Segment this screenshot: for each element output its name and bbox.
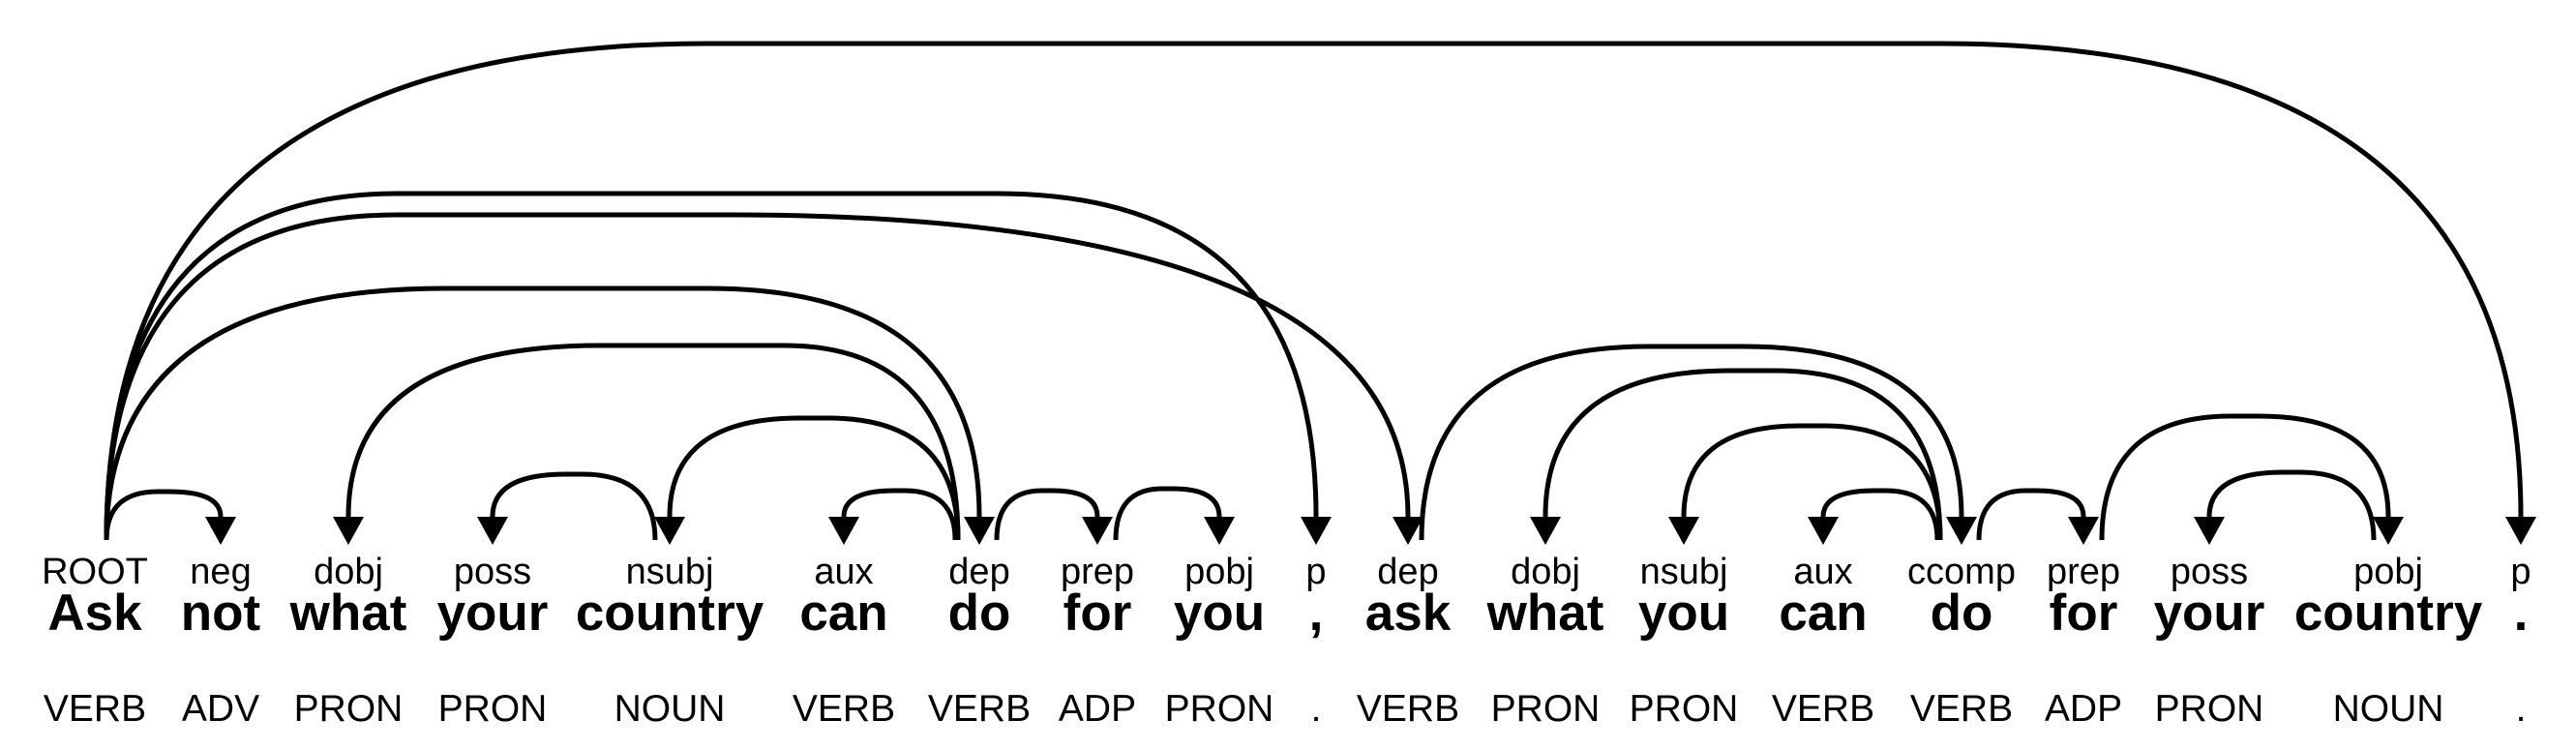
arc-aux — [841, 488, 958, 541]
arc-p — [104, 191, 1319, 541]
arrowhead-p — [2505, 517, 2536, 545]
dep-label-prep: prep — [2046, 552, 2121, 592]
token-word: country — [2293, 585, 2483, 642]
dep-label-ccomp: ccomp — [1907, 552, 2016, 592]
arrowhead-aux — [1808, 517, 1839, 545]
pos-tag-punct: . — [2515, 688, 2527, 730]
dep-label-nsubj: nsubj — [1639, 552, 1728, 592]
token-word: you — [1637, 585, 1730, 642]
dep-label-neg: neg — [190, 552, 252, 592]
pos-tag-PRON: PRON — [437, 688, 548, 730]
pos-tag-NOUN: NOUN — [614, 688, 726, 730]
arrowhead-ccomp — [1946, 517, 1977, 545]
arc-neg — [104, 489, 224, 541]
arc-dobj — [345, 343, 961, 541]
token-word: for — [1063, 585, 1132, 642]
dep-label-dep: dep — [1377, 552, 1439, 592]
pos-tag-punct: . — [1310, 688, 1322, 730]
arc-aux — [1820, 488, 1940, 541]
token-word: do — [947, 585, 1011, 642]
token-word: ask — [1364, 585, 1452, 642]
token-word: do — [1930, 585, 1993, 642]
token-word: what — [1486, 585, 1604, 642]
dep-label-prep: prep — [1060, 552, 1135, 592]
arrowhead-aux — [828, 517, 859, 545]
arc-poss — [490, 471, 658, 541]
pos-tag-VERB: VERB — [1771, 688, 1875, 730]
token-word: your — [436, 585, 549, 642]
arrowhead-dep — [964, 517, 995, 545]
arrowhead-p — [1301, 517, 1332, 545]
pos-tag-NOUN: NOUN — [2332, 688, 2444, 730]
token-word: can — [799, 585, 888, 642]
dep-label-p: p — [2510, 552, 2531, 592]
pos-tag-ADP: ADP — [1058, 688, 1137, 730]
arrowhead-prep — [2068, 517, 2099, 545]
arrowhead-poss — [477, 517, 508, 545]
token-word: , — [1308, 585, 1324, 642]
dep-label-poss: poss — [453, 552, 532, 592]
arc-ccomp — [1419, 344, 1964, 541]
token-word: . — [2513, 585, 2529, 642]
pos-tag-VERB: VERB — [792, 688, 896, 730]
pos-tag-PRON: PRON — [1164, 688, 1274, 730]
arrowhead-prep — [1082, 517, 1113, 545]
arc-prep — [1976, 488, 2086, 541]
arc-poss — [2206, 469, 2377, 541]
pos-tag-VERB: VERB — [927, 688, 1032, 730]
arrowhead-dobj — [333, 517, 364, 545]
dep-label-ROOT: ROOT — [42, 552, 148, 592]
pos-tag-PRON: PRON — [2154, 688, 2264, 730]
token-word: your — [2153, 585, 2265, 642]
token-word: Ask — [47, 585, 142, 642]
token-word: not — [180, 585, 261, 642]
dep-label-nsubj: nsubj — [625, 552, 714, 592]
dep-label-p: p — [1305, 552, 1327, 592]
arrowhead-dobj — [1530, 517, 1561, 545]
token-word: can — [1779, 585, 1868, 642]
arc-pobj — [1113, 486, 1222, 541]
dep-label-aux: aux — [1793, 552, 1853, 592]
arrowhead-pobj — [1204, 517, 1235, 545]
pos-tag-ADV: ADV — [181, 688, 260, 730]
dep-label-dep: dep — [948, 552, 1010, 592]
arc-dep — [104, 212, 1411, 541]
pos-tag-PRON: PRON — [1490, 688, 1601, 730]
token-word: for — [2049, 585, 2118, 642]
arrowhead-pobj — [2373, 517, 2404, 545]
pos-tag-PRON: PRON — [293, 688, 404, 730]
arrowhead-neg — [205, 517, 236, 545]
token-word: country — [575, 585, 764, 642]
dep-label-aux: aux — [814, 552, 874, 592]
pos-tag-ADP: ADP — [2044, 688, 2123, 730]
arc-dobj — [1543, 368, 1943, 541]
arc-pobj — [2099, 413, 2391, 541]
arc-p — [104, 41, 2524, 541]
arrowhead-poss — [2194, 517, 2225, 545]
pos-tag-VERB: VERB — [1356, 688, 1460, 730]
dep-label-dobj: dobj — [314, 552, 383, 592]
arc-dep — [104, 285, 982, 541]
arrowhead-dep — [1393, 517, 1423, 545]
dep-label-poss: poss — [2170, 552, 2249, 592]
pos-tag-PRON: PRON — [1629, 688, 1739, 730]
arrowhead-nsubj — [654, 517, 685, 545]
pos-tag-VERB: VERB — [1909, 688, 2014, 730]
arrowhead-nsubj — [1668, 517, 1699, 545]
dep-label-pobj: pobj — [1184, 552, 1254, 592]
token-word: what — [289, 585, 407, 642]
pos-tag-VERB: VERB — [43, 688, 147, 730]
dep-label-pobj: pobj — [2353, 552, 2423, 592]
token-word: you — [1173, 585, 1266, 642]
arc-nsubj — [1681, 423, 1943, 541]
arc-prep — [994, 488, 1100, 541]
arc-nsubj — [667, 415, 961, 541]
dep-label-dobj: dobj — [1511, 552, 1580, 592]
